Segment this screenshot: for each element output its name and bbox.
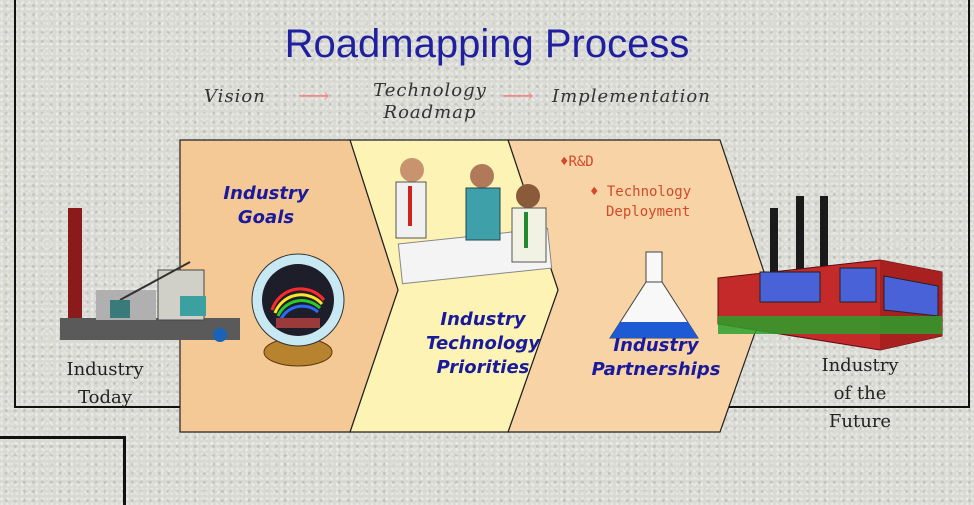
flow-arrow-1: ⟶: [298, 84, 330, 109]
factory-future-icon: [717, 196, 943, 351]
corner-frame: [0, 436, 126, 505]
flask-icon: [609, 251, 699, 339]
activity-technology-deployment: ♦ Technology Deployment: [590, 182, 691, 222]
activity-rd: ♦R&D: [560, 154, 594, 170]
stage-goals-label: Industry Goals: [223, 183, 309, 228]
industry-future-label: Industry of the Future: [821, 355, 899, 432]
flow-roadmap-line2: Roadmap: [383, 102, 477, 123]
stage-partnerships-label: Industry Partnerships: [591, 335, 721, 380]
activity-deployment-line2: Deployment: [606, 204, 691, 220]
flow-technology-roadmap: Technology Roadmap: [360, 80, 500, 124]
factory-today-icon: [60, 208, 240, 342]
crystal-ball-icon: [251, 253, 345, 367]
flow-arrow-2: ⟶: [502, 84, 534, 109]
industry-today-label: Industry Today: [66, 359, 144, 408]
flow-vision: Vision: [204, 86, 266, 107]
page-title: Roadmapping Process: [284, 22, 690, 66]
flow-roadmap-line1: Technology: [373, 80, 487, 101]
meeting-people-icon: [395, 158, 553, 285]
flow-implementation: Implementation: [552, 86, 711, 107]
stage-priorities-label: Industry Technology Priorities: [426, 309, 540, 378]
activity-deployment-line1: ♦ Technology: [590, 184, 692, 200]
